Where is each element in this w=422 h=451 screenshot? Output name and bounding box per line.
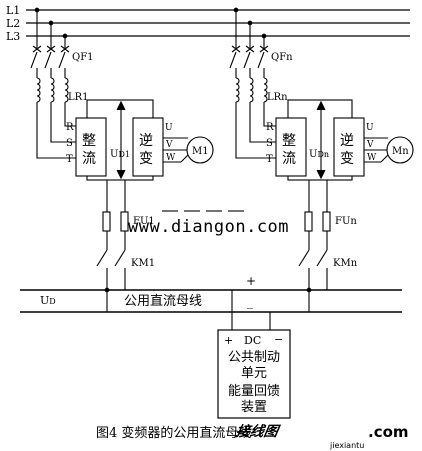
supply-bus	[26, 9, 410, 37]
phase-t-1: T	[66, 154, 73, 165]
phase-v-n: V	[366, 140, 374, 150]
fuse-fu1-icon	[102, 211, 111, 232]
converter-unit-n	[229, 7, 414, 312]
corner-logo: 接线图 .com jiexiantu	[234, 423, 408, 450]
rectifier-block-n	[275, 117, 307, 177]
phase-w-n: W	[367, 153, 377, 163]
reactor-lrn-icon	[235, 77, 268, 103]
reactor-label-n: LRn	[267, 92, 288, 103]
reactor-label-1: LR1	[68, 92, 89, 103]
rectifier-block-1	[75, 117, 107, 177]
rectifier-label-nb: 流	[282, 151, 296, 167]
reactor-lr1-icon	[36, 77, 69, 103]
contactor-kmn-icon	[298, 249, 328, 312]
bus-label-l2: L2	[6, 17, 20, 30]
braking-dc: DC	[244, 334, 261, 347]
logo-domain: .com	[368, 423, 409, 441]
inverter-block-1	[132, 117, 164, 177]
braking-line-3: 能量回馈	[228, 384, 280, 399]
rectifier-label-1a: 整	[82, 133, 96, 149]
phase-w-1: W	[166, 153, 176, 163]
braking-unit-box	[217, 329, 291, 419]
fuse-label-1: FU1	[133, 216, 155, 227]
figure-caption: 图4 变频器的公用直流母线	[96, 425, 251, 441]
braking-minus: −	[274, 333, 283, 346]
phase-s-1: S	[66, 138, 73, 149]
inverter-label-1a: 逆	[139, 133, 153, 149]
inverter-block-n	[333, 117, 365, 177]
motor-mn-icon	[386, 136, 414, 164]
braking-line-4: 装置	[241, 400, 267, 415]
phase-t-n: T	[266, 154, 273, 165]
contactor-km1-icon	[96, 249, 126, 312]
breaker-label-n: QFn	[271, 52, 293, 63]
phase-v-1: V	[165, 140, 173, 150]
phase-r-1: R	[66, 122, 74, 133]
rectifier-label-na: 整	[282, 133, 296, 149]
phase-u-1: U	[165, 123, 173, 133]
dc-voltage-label-n: UDn	[309, 149, 329, 160]
braking-plus: +	[224, 334, 233, 347]
motor-label-n: Mn	[392, 146, 409, 157]
bus-minus-label: _	[247, 295, 253, 309]
contactor-label-n: KMn	[333, 258, 358, 269]
rectifier-label-1b: 流	[82, 151, 96, 167]
fuse-fun-icon	[304, 211, 313, 232]
bus-label-l3: L3	[6, 30, 20, 43]
motor-m1-icon	[186, 136, 214, 164]
inverter-label-nb: 变	[340, 151, 354, 167]
bus-label-l1: L1	[6, 4, 20, 17]
bus-voltage-label: UD	[40, 294, 56, 307]
logo-brand: 接线图	[234, 423, 282, 440]
phase-r-n: R	[266, 122, 274, 133]
converter-unit-1	[30, 7, 214, 312]
contactor-label-1: KM1	[131, 258, 155, 269]
inverter-label-1b: 变	[139, 151, 153, 167]
watermark-text: www.diangon.com	[128, 217, 289, 237]
dc-voltage-label-1: UD1	[110, 149, 130, 160]
motor-label-1: M1	[192, 146, 209, 157]
inverter-label-na: 逆	[340, 133, 354, 149]
phase-s-n: S	[266, 138, 273, 149]
bus-plus-label: +	[246, 274, 256, 288]
breaker-qfn-icon	[229, 45, 269, 78]
fuse-label-n: FUn	[335, 216, 357, 227]
breaker-qf1-icon	[30, 45, 70, 78]
logo-subdomain: jiexiantu	[329, 441, 364, 450]
bus-name-label: 公用直流母线	[124, 294, 202, 309]
braking-line-2: 单元	[241, 366, 267, 381]
breaker-label-1: QF1	[72, 52, 94, 63]
braking-line-1: 公共制动	[228, 350, 280, 365]
phase-u-n: U	[366, 123, 374, 133]
common-dc-bus	[20, 289, 402, 330]
